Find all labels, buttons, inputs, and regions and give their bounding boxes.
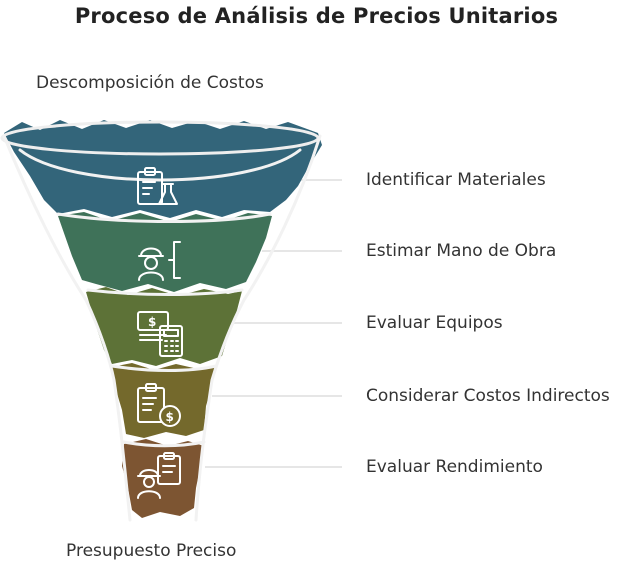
stage-label-5: Evaluar Rendimiento	[366, 457, 543, 477]
funnel-stage-1	[4, 120, 322, 218]
funnel-bottom-label: Presupuesto Preciso	[66, 541, 237, 561]
svg-text:$: $	[148, 315, 156, 329]
clipboard-flask-icon	[137, 167, 178, 205]
svg-text:$: $	[166, 410, 174, 424]
funnel-stage-5	[122, 439, 204, 518]
money-calculator-icon: $	[137, 311, 183, 357]
funnel-stage-2	[58, 212, 272, 292]
diagram-title: Proceso de Análisis de Precios Unitarios	[74, 4, 559, 28]
funnel-top-label: Descomposición de Costos	[36, 73, 264, 93]
worker-helmet-icon	[138, 241, 181, 281]
stage-label-4: Considerar Costos Indirectos	[366, 386, 610, 406]
stage-label-1: Identificar Materiales	[366, 170, 546, 190]
stage-label-3: Evaluar Equipos	[366, 313, 503, 333]
clipboard-dollar-icon: $	[137, 383, 181, 427]
stage-label-2: Estimar Mano de Obra	[366, 241, 557, 261]
worker-clipboard-icon	[137, 452, 181, 499]
